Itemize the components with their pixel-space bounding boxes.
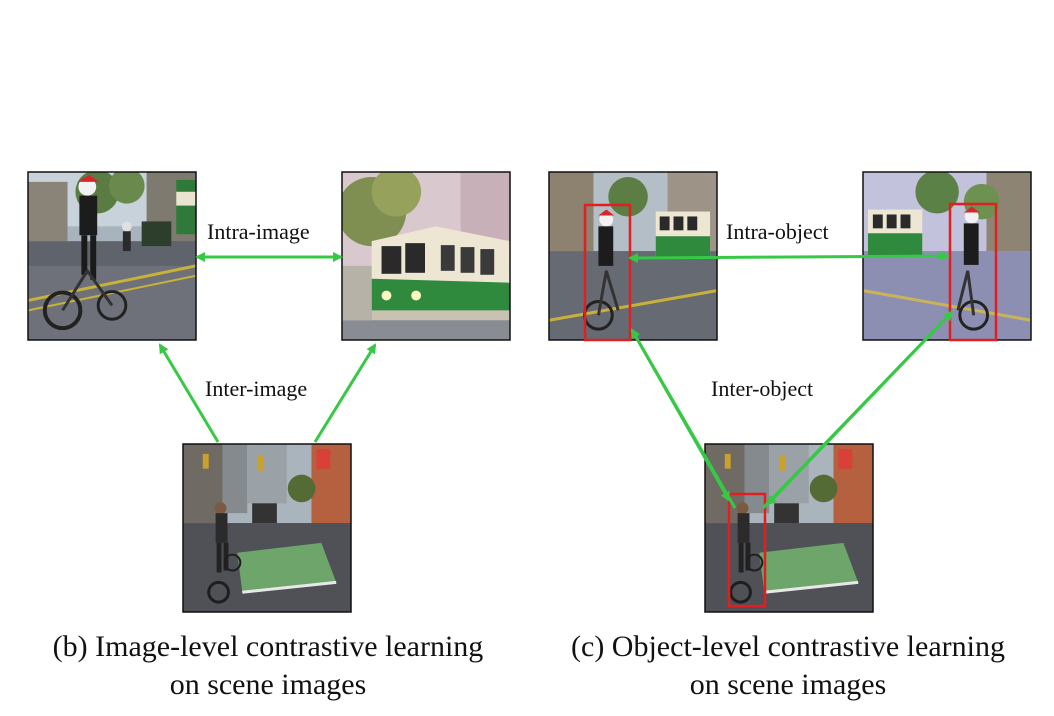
inter-image-label: Inter-image bbox=[205, 376, 308, 401]
caption-c-line1: (c) Object-level contrastive learning bbox=[571, 630, 1005, 663]
street-tram-photo-icon bbox=[548, 171, 718, 342]
inter-image-arrow-right-down bbox=[313, 343, 377, 443]
intra-object-label: Intra-object bbox=[726, 219, 829, 244]
inter-object-label: Inter-object bbox=[711, 376, 814, 401]
bike-lane-photo-icon bbox=[182, 443, 352, 613]
intra-image-label: Intra-image bbox=[207, 219, 310, 244]
caption-b-line2: on scene images bbox=[169, 668, 367, 701]
caption-c: (c) Object-level contrastive learning on… bbox=[530, 628, 1046, 704]
caption-b: (b) Image-level contrastive learning on … bbox=[10, 628, 526, 704]
bike-lane-crop-photo-icon bbox=[704, 443, 874, 613]
panel-c-object-level bbox=[548, 171, 1032, 613]
object-box-bottom bbox=[727, 492, 767, 608]
inter-object-arrow-left-tip bbox=[630, 329, 731, 502]
caption-c-line2: on scene images bbox=[689, 668, 887, 701]
tram-crop-photo-icon bbox=[341, 171, 511, 341]
intra-object-arrow-right bbox=[789, 251, 950, 262]
street-cyclist-photo-icon bbox=[27, 171, 197, 341]
panel-b-image-level bbox=[27, 171, 511, 613]
inter-image-arrow-left-down bbox=[158, 343, 220, 443]
object-box-left bbox=[583, 203, 632, 342]
object-box-right bbox=[948, 202, 998, 342]
caption-b-line1: (b) Image-level contrastive learning bbox=[52, 630, 484, 663]
inter-object-arrow-right-tip bbox=[766, 310, 954, 506]
intra-object-arrow-left bbox=[628, 252, 791, 263]
